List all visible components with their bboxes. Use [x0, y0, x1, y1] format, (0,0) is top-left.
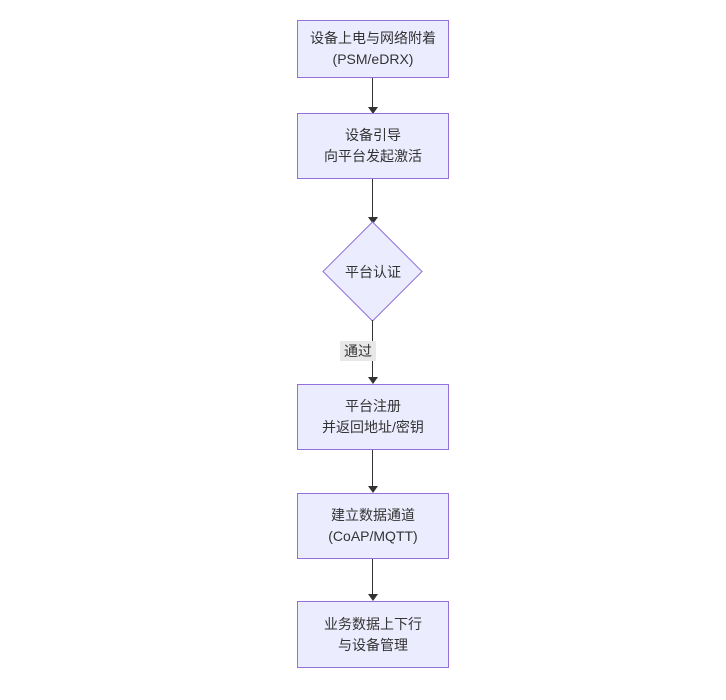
- node-text-line: 与设备管理: [338, 636, 408, 653]
- edge-line: [372, 179, 373, 217]
- edge-label-pass: 通过: [340, 341, 376, 361]
- flow-node-bootstrap-activate: 设备引导 向平台发起激活: [297, 113, 449, 179]
- node-text-line: 业务数据上下行: [324, 615, 422, 632]
- flow-node-platform-register: 平台注册 并返回地址/密钥: [297, 384, 449, 450]
- node-text-line: (CoAP/MQTT): [328, 528, 418, 544]
- node-text-line: (PSM/eDRX): [332, 51, 414, 67]
- node-text-line: 建立数据通道: [331, 507, 415, 523]
- node-text-line: 平台注册: [345, 398, 401, 414]
- edge-line: [372, 78, 373, 107]
- arrowhead-icon: [368, 217, 378, 224]
- flow-node-business-data: 业务数据上下行 与设备管理: [297, 601, 449, 668]
- arrowhead-icon: [368, 377, 378, 384]
- flow-node-power-attach: 设备上电与网络附着 (PSM/eDRX): [297, 20, 449, 78]
- arrowhead-icon: [368, 594, 378, 601]
- arrowhead-icon: [368, 107, 378, 114]
- node-text-line: 平台认证: [345, 263, 401, 280]
- edge-line: [372, 559, 373, 594]
- arrowhead-icon: [368, 486, 378, 493]
- node-text-line: 并返回地址/密钥: [322, 419, 424, 435]
- flow-node-platform-auth: 平台认证: [322, 221, 424, 323]
- node-text-line: 设备上电与网络附着: [310, 30, 436, 46]
- node-text-line: 设备引导: [345, 127, 401, 143]
- edge-line: [372, 450, 373, 486]
- flow-node-data-channel: 建立数据通道 (CoAP/MQTT): [297, 493, 449, 559]
- node-text-line: 向平台发起激活: [324, 148, 422, 164]
